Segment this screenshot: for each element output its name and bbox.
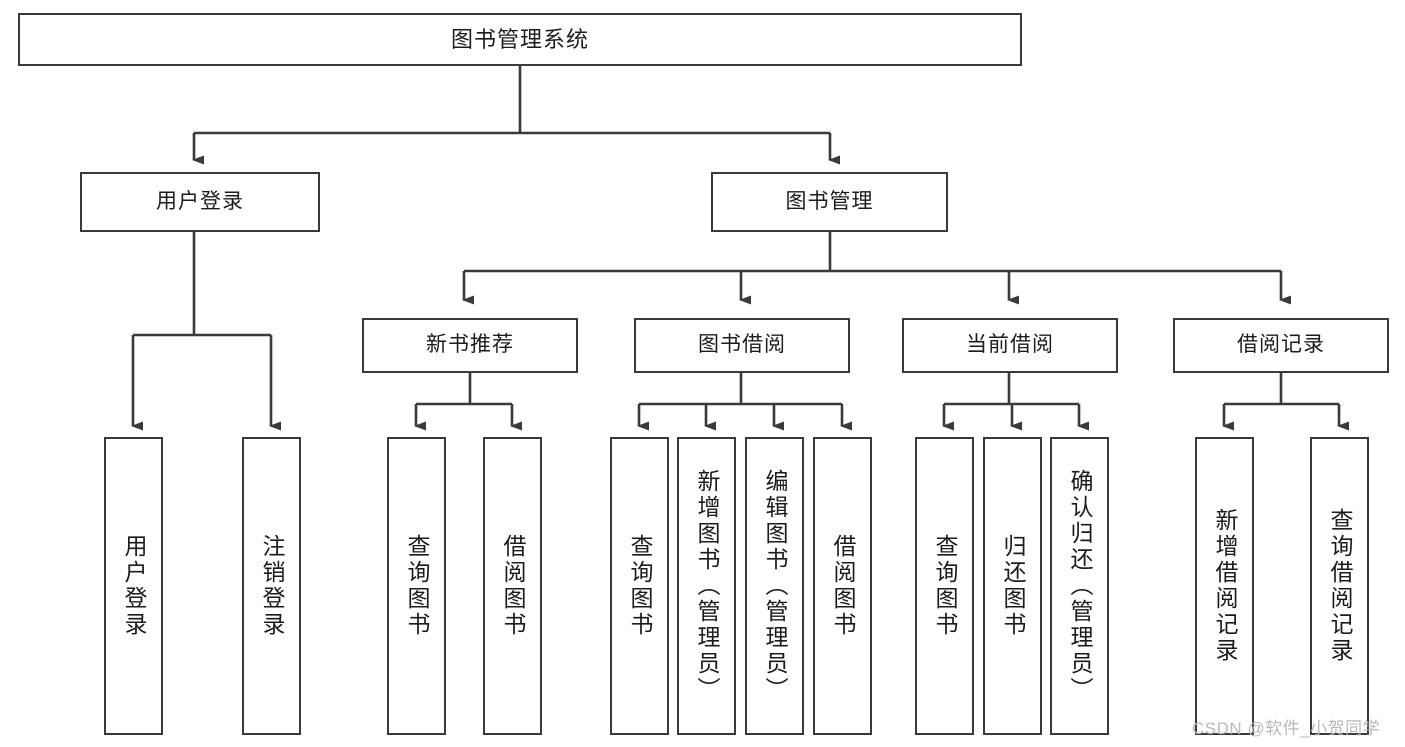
node-root-label: 图书管理系统	[450, 26, 589, 52]
node-leaf-return-book[interactable]: 归还图书	[983, 437, 1042, 735]
node-current-borrow[interactable]: 当前借阅	[902, 318, 1118, 373]
node-borrow-record[interactable]: 借阅记录	[1173, 318, 1389, 373]
node-leaf-borrow-book-1-label: 借阅图书	[500, 534, 526, 638]
node-book-borrow[interactable]: 图书借阅	[634, 318, 850, 373]
csdn-watermark: CSDN @软件_小贺同学	[1192, 719, 1381, 738]
node-leaf-edit-book[interactable]: 编辑图书（管理员）	[745, 437, 804, 735]
node-leaf-add-book[interactable]: 新增图书（管理员）	[677, 437, 736, 735]
node-leaf-confirm-return[interactable]: 确认归还（管理员）	[1050, 437, 1109, 735]
node-new-book-recommend[interactable]: 新书推荐	[362, 318, 578, 373]
node-book-management-label: 图书管理	[785, 189, 874, 213]
node-user-login-label: 用户登录	[156, 189, 244, 213]
node-leaf-query-book-1[interactable]: 查询图书	[387, 437, 446, 735]
node-root[interactable]: 图书管理系统	[18, 13, 1022, 66]
node-leaf-borrow-book-2-label: 借阅图书	[830, 534, 856, 638]
node-leaf-confirm-return-label: 确认归还（管理员）	[1067, 469, 1093, 703]
node-new-book-recommend-label: 新书推荐	[426, 333, 514, 357]
node-leaf-query-book-3[interactable]: 查询图书	[915, 437, 974, 735]
node-current-borrow-label: 当前借阅	[966, 333, 1054, 357]
node-leaf-borrow-book-2[interactable]: 借阅图书	[813, 437, 872, 735]
node-leaf-add-book-label: 新增图书（管理员）	[694, 469, 720, 703]
node-leaf-query-record[interactable]: 查询借阅记录	[1310, 437, 1369, 735]
node-borrow-record-label: 借阅记录	[1237, 333, 1325, 357]
node-leaf-logout-login-label: 注销登录	[259, 534, 285, 638]
node-book-borrow-label: 图书借阅	[698, 333, 786, 357]
node-leaf-add-record-label: 新增借阅记录	[1212, 508, 1238, 664]
node-book-management[interactable]: 图书管理	[711, 172, 948, 232]
node-leaf-borrow-book-1[interactable]: 借阅图书	[483, 437, 542, 735]
node-leaf-query-book-2[interactable]: 查询图书	[610, 437, 669, 735]
node-leaf-edit-book-label: 编辑图书（管理员）	[762, 469, 788, 703]
node-leaf-query-book-3-label: 查询图书	[932, 534, 958, 638]
node-leaf-query-book-2-label: 查询图书	[627, 534, 653, 638]
node-leaf-return-book-label: 归还图书	[1000, 534, 1026, 638]
node-leaf-query-record-label: 查询借阅记录	[1327, 508, 1353, 664]
node-leaf-add-record[interactable]: 新增借阅记录	[1195, 437, 1254, 735]
node-leaf-user-login[interactable]: 用户登录	[104, 437, 163, 735]
node-leaf-query-book-1-label: 查询图书	[404, 534, 430, 638]
node-leaf-user-login-label: 用户登录	[121, 534, 147, 638]
node-leaf-logout-login[interactable]: 注销登录	[242, 437, 301, 735]
node-user-login[interactable]: 用户登录	[80, 172, 320, 232]
